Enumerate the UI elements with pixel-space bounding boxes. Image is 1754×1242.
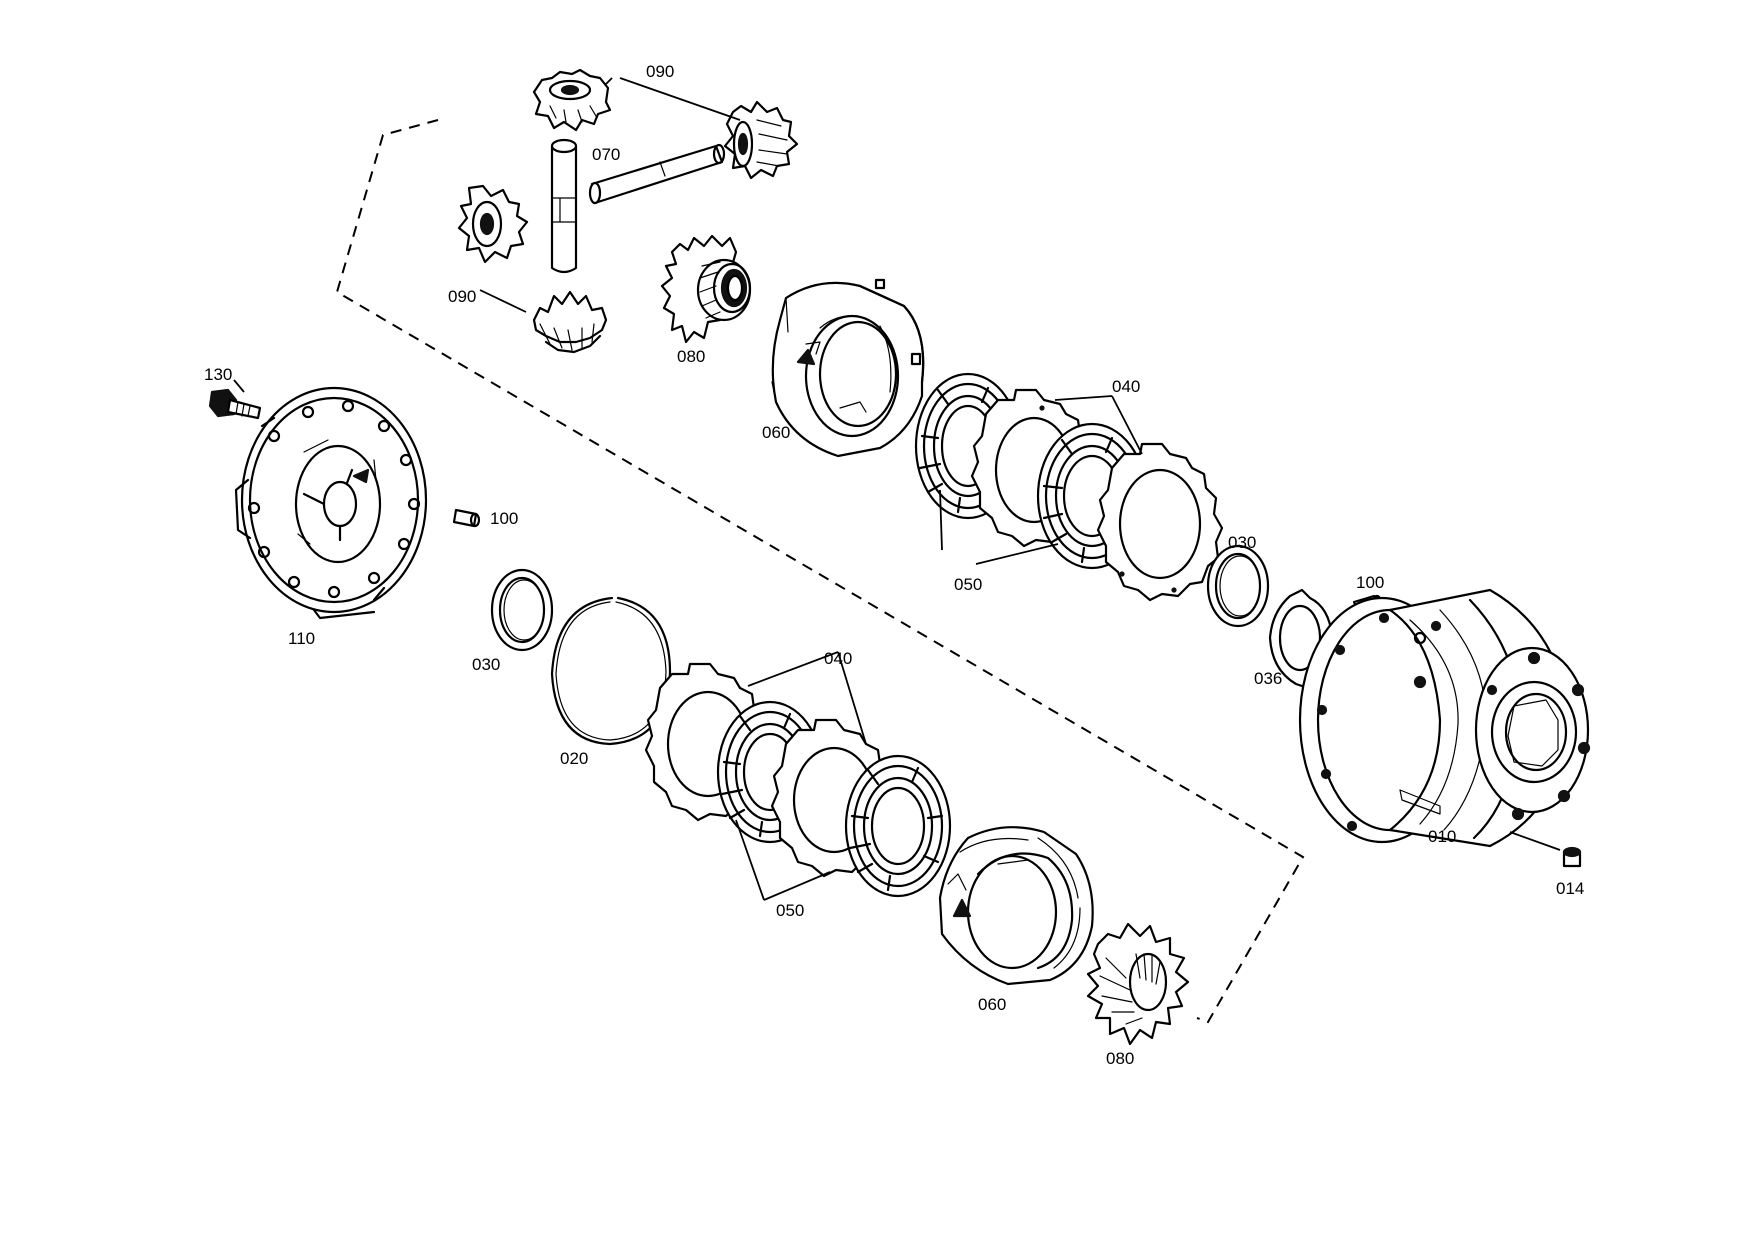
callout-060-lower: 060 bbox=[978, 995, 1006, 1014]
assembly-group-outline bbox=[335, 119, 1305, 1024]
callout-130: 130 bbox=[204, 365, 232, 384]
friction-disc-050-lower-2 bbox=[844, 754, 952, 898]
steel-disc-040-upper-2 bbox=[1096, 442, 1224, 602]
callout-080-lower: 080 bbox=[1106, 1049, 1134, 1068]
callout-090-left: 090 bbox=[448, 287, 476, 306]
snap-ring-020 bbox=[550, 596, 672, 746]
side-gear-080-lower bbox=[1086, 922, 1190, 1046]
callout-060-top: 060 bbox=[762, 423, 790, 442]
pressure-ring-060-top bbox=[771, 278, 925, 458]
spider-pinion-090-top bbox=[532, 68, 612, 132]
thrust-washer-030-upper bbox=[1206, 544, 1270, 628]
side-gear-080-top bbox=[660, 234, 752, 344]
cross-shaft-070 bbox=[550, 138, 726, 274]
spider-pinion-090-right bbox=[723, 100, 799, 180]
callout-010: 010 bbox=[1428, 827, 1456, 846]
callout-050-lower: 050 bbox=[776, 901, 804, 920]
plug-014 bbox=[1562, 846, 1582, 868]
callout-100-right: 100 bbox=[1356, 573, 1384, 592]
callout-110: 110 bbox=[288, 629, 315, 648]
callout-040-lower: 040 bbox=[824, 649, 852, 668]
callout-labels: 090 070 090 080 060 040 050 030 100 036 … bbox=[204, 62, 1584, 1068]
callout-050-upper: 050 bbox=[954, 575, 982, 594]
callout-100-left: 100 bbox=[490, 509, 518, 528]
callout-040-upper: 040 bbox=[1112, 377, 1140, 396]
thrust-washer-030-lower bbox=[490, 568, 554, 652]
callout-080-top: 080 bbox=[677, 347, 705, 366]
pressure-ring-060-lower bbox=[938, 826, 1094, 986]
callout-020: 020 bbox=[560, 749, 588, 768]
dowel-pin-100-left bbox=[452, 508, 481, 528]
callout-014: 014 bbox=[1556, 879, 1584, 898]
callout-030-upper: 030 bbox=[1228, 533, 1256, 552]
callout-070: 070 bbox=[592, 145, 620, 164]
callout-030-lower: 030 bbox=[472, 655, 500, 674]
clutch-disc-stack-upper bbox=[914, 372, 1224, 602]
cover-flange-110 bbox=[234, 386, 428, 620]
leader-lines bbox=[233, 77, 1561, 901]
differential-housing-010 bbox=[1298, 588, 1591, 848]
callout-036: 036 bbox=[1254, 669, 1282, 688]
spider-pinion-090-bottom bbox=[532, 290, 608, 354]
callout-090-top: 090 bbox=[646, 62, 674, 81]
clutch-disc-stack-lower bbox=[644, 662, 952, 898]
spider-pinion-090-left bbox=[457, 184, 529, 264]
bolt-130 bbox=[208, 388, 262, 420]
